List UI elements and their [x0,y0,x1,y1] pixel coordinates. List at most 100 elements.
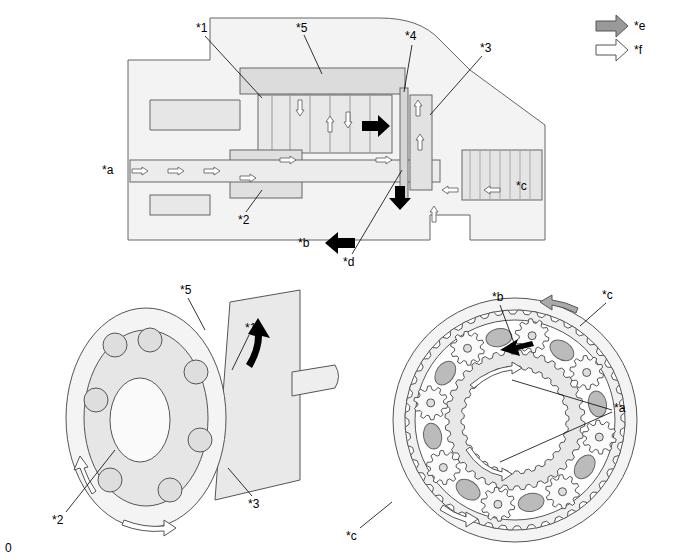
callout-letter: *c [516,180,527,193]
pinions [84,328,212,502]
legend-text: *f [634,44,642,57]
callout-letter: *3 [480,42,491,55]
callout-letter: *c [346,530,357,543]
planet-gear [451,331,485,365]
flow-arrow [389,186,411,210]
callout-letter: *b [298,237,309,250]
planet-gear [481,487,515,521]
planet-pin [595,433,603,441]
cross-section [128,18,545,240]
planet-pin [439,464,447,472]
planet-pin [464,344,472,352]
oil-flow [132,100,500,222]
leader-lines [66,35,612,528]
oil-flow-arrow [442,186,458,194]
oil-flow-arrow [296,100,304,116]
rotation-arrow [470,362,522,388]
pinion-lines [272,95,370,153]
rotation-arrow [122,520,176,536]
output-shaft [292,365,339,396]
oil-flow-arrow [240,174,256,182]
callout-letter: *5 [296,22,307,35]
oil-flow-arrow [204,167,220,175]
housing-part [150,100,240,130]
housing [128,18,545,240]
planet-pin [494,500,502,508]
oil-flow-arrow [414,100,422,116]
carrier-pin [421,422,444,451]
carrier-pin [431,357,460,389]
hatch [470,150,530,200]
callout-letter: *a [102,164,113,177]
plate [400,88,408,200]
hub [462,150,542,200]
planet-pin [583,369,591,377]
ring-outer [393,298,637,542]
rotation-arrow [466,447,512,481]
callout-letter: *1 [245,322,256,335]
callout-letter: *2 [52,514,63,527]
callout-letter: *b [492,291,503,304]
carrier-face [84,330,208,506]
planet-pin [528,332,536,340]
oil-flow-arrow [484,186,500,194]
shaft [130,160,440,182]
legend-arrow [596,39,628,61]
sun-gear [445,350,585,490]
flow-arrow [325,232,355,254]
sun-bore [110,378,170,462]
rotation-arrow [246,318,270,368]
pinion [258,95,392,153]
planetary-perspective [66,290,339,536]
carrier-pin [546,336,578,365]
drum-body [215,290,300,500]
callout-letter: *3 [248,498,259,511]
carrier-pin [517,491,546,514]
black-arrows [325,115,411,254]
carrier [410,95,432,190]
planet-pin [427,399,435,407]
planet-gear [570,356,604,390]
callout-letter: *c [602,289,613,302]
oil-flow-arrow [280,156,296,164]
callout-letter: *2 [238,214,249,227]
callout-letter: *d [343,256,354,269]
front-arrows [440,295,578,527]
carrier-pin [452,475,484,504]
planet-gear [546,475,580,509]
rotation-arrow [500,339,534,356]
oil-flow-arrow [168,167,184,175]
planet-gear [582,420,616,454]
legend-text: *e [634,20,645,33]
carrier-pin [570,451,599,483]
callout-letter: *5 [180,284,191,297]
housing-part [150,195,210,215]
legend-arrows [596,15,628,61]
drum-front [66,308,226,528]
planet-pin [559,488,567,496]
ring-inner [405,310,625,530]
ring-gap [415,320,615,520]
legend-arrow [596,15,628,37]
oil-flow-arrow [344,112,352,128]
carrier-pin [586,389,609,418]
oil-flow-arrow [416,134,424,150]
planet-gear [427,451,461,485]
oil-flow-arrow [132,167,148,175]
planetary-front [393,298,637,542]
callout-letter: *a [614,402,625,415]
flow-arrow [362,115,390,137]
oil-flow-arrow [430,206,438,222]
ring-teeth [405,310,625,530]
callout-letter: *1 [196,22,207,35]
oil-flow-arrow [376,156,392,164]
figure-id: 0 [5,542,12,555]
planet-gear [414,386,448,420]
rotation-arrow [440,505,478,527]
rotation-arrow [540,295,578,313]
oil-flow-arrow [326,116,334,132]
callout-letter: *4 [405,30,416,43]
ring-gear [240,68,405,94]
